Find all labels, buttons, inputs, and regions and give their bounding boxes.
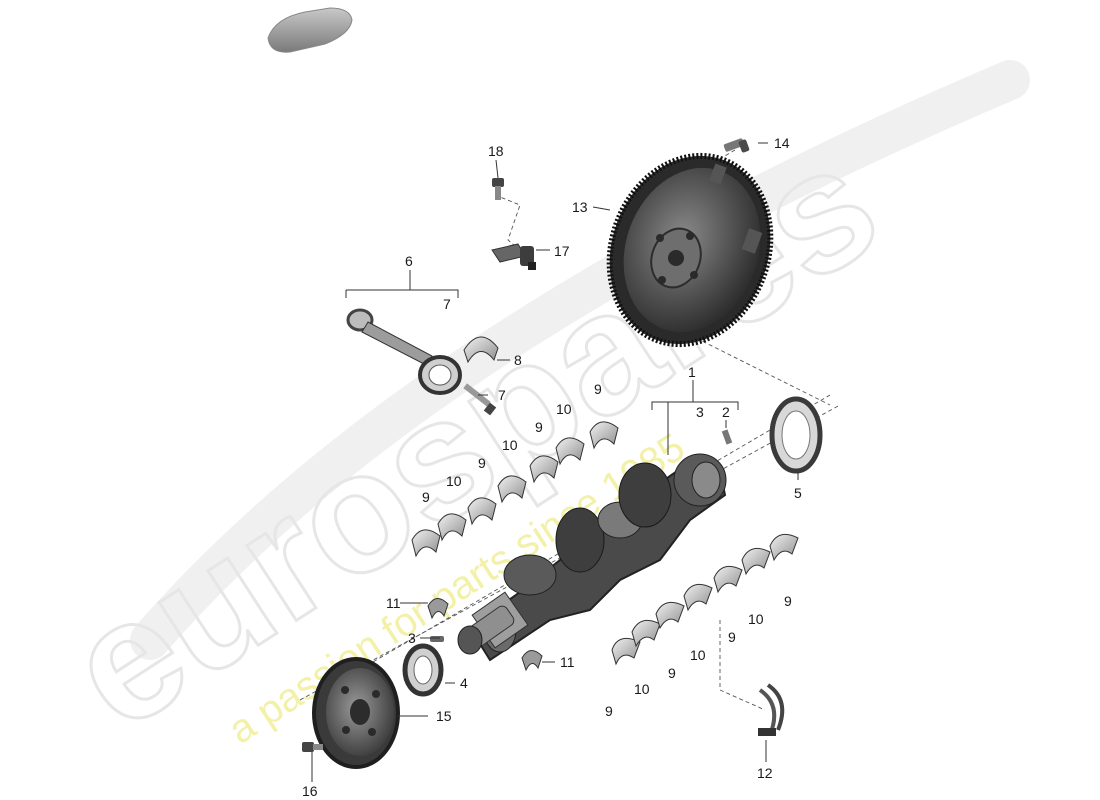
callout-15: 15 bbox=[436, 708, 452, 724]
callout-17: 17 bbox=[554, 243, 570, 259]
callout-9-g: 9 bbox=[668, 665, 676, 681]
callout-10-e: 10 bbox=[748, 611, 764, 627]
car-thumbnail bbox=[267, 7, 353, 53]
callout-6: 6 bbox=[405, 253, 413, 269]
callout-18: 18 bbox=[488, 143, 504, 159]
callout-2: 2 bbox=[722, 404, 730, 420]
crankshaft-pulley bbox=[312, 657, 400, 769]
callout-9-h: 9 bbox=[605, 703, 613, 719]
front-crank-seal bbox=[402, 643, 444, 697]
callout-1: 1 bbox=[688, 364, 696, 380]
callout-7-rod: 7 bbox=[443, 296, 451, 312]
dowel-pin bbox=[721, 429, 733, 445]
callout-16: 16 bbox=[302, 783, 318, 799]
callout-9-a: 9 bbox=[594, 381, 602, 397]
rod-bearing-shell bbox=[463, 336, 499, 364]
callout-10-a: 10 bbox=[556, 401, 572, 417]
flywheel-bolt bbox=[723, 138, 750, 153]
flywheel bbox=[606, 152, 774, 348]
thrust-washers bbox=[758, 683, 785, 736]
callout-8: 8 bbox=[514, 352, 522, 368]
callout-3-upper: 3 bbox=[696, 404, 704, 420]
callout-12: 12 bbox=[757, 765, 773, 781]
callout-5: 5 bbox=[794, 485, 802, 501]
callout-7-bolt: 7 bbox=[498, 387, 506, 403]
crankshaft bbox=[457, 453, 727, 662]
callout-10-c: 10 bbox=[446, 473, 462, 489]
callout-13: 13 bbox=[572, 199, 588, 215]
callout-9-e: 9 bbox=[784, 593, 792, 609]
callout-9-f: 9 bbox=[728, 629, 736, 645]
callout-9-c: 9 bbox=[478, 455, 486, 471]
callout-14: 14 bbox=[774, 135, 790, 151]
callout-11-b: 11 bbox=[560, 654, 575, 670]
callout-9-b: 9 bbox=[535, 419, 543, 435]
woodruff-key bbox=[430, 636, 444, 642]
thrust-half-shells bbox=[427, 598, 543, 672]
connecting-rod bbox=[346, 308, 462, 395]
lower-bearing-shells bbox=[611, 533, 799, 666]
callout-9-d: 9 bbox=[422, 489, 430, 505]
callout-10-d: 10 bbox=[634, 681, 650, 697]
leader-lines bbox=[311, 142, 799, 782]
callout-labels: 1 3 2 5 6 7 7 8 13 14 17 18 9 10 9 10 9 … bbox=[302, 135, 802, 799]
upper-bearing-shells bbox=[411, 421, 619, 558]
rear-main-seal bbox=[769, 396, 823, 474]
sensor-bolt bbox=[492, 178, 504, 200]
callout-10-b: 10 bbox=[502, 437, 518, 453]
speed-sensor bbox=[491, 243, 536, 270]
callout-3-lower: 3 bbox=[408, 630, 416, 646]
callout-4: 4 bbox=[460, 675, 468, 691]
pulley-bolt bbox=[302, 742, 323, 752]
callout-11-a: 11 bbox=[386, 595, 401, 611]
rod-bolt bbox=[463, 383, 497, 416]
callout-10-f: 10 bbox=[690, 647, 706, 663]
